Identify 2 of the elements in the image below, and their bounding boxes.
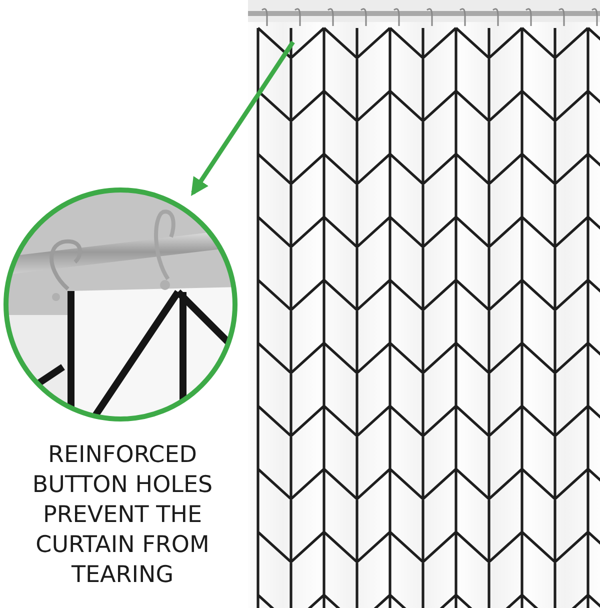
feature-text: REINFORCED BUTTON HOLES PREVENT THE CURTAIN FROM TEARING bbox=[31, 441, 214, 590]
arrow bbox=[191, 40, 295, 196]
